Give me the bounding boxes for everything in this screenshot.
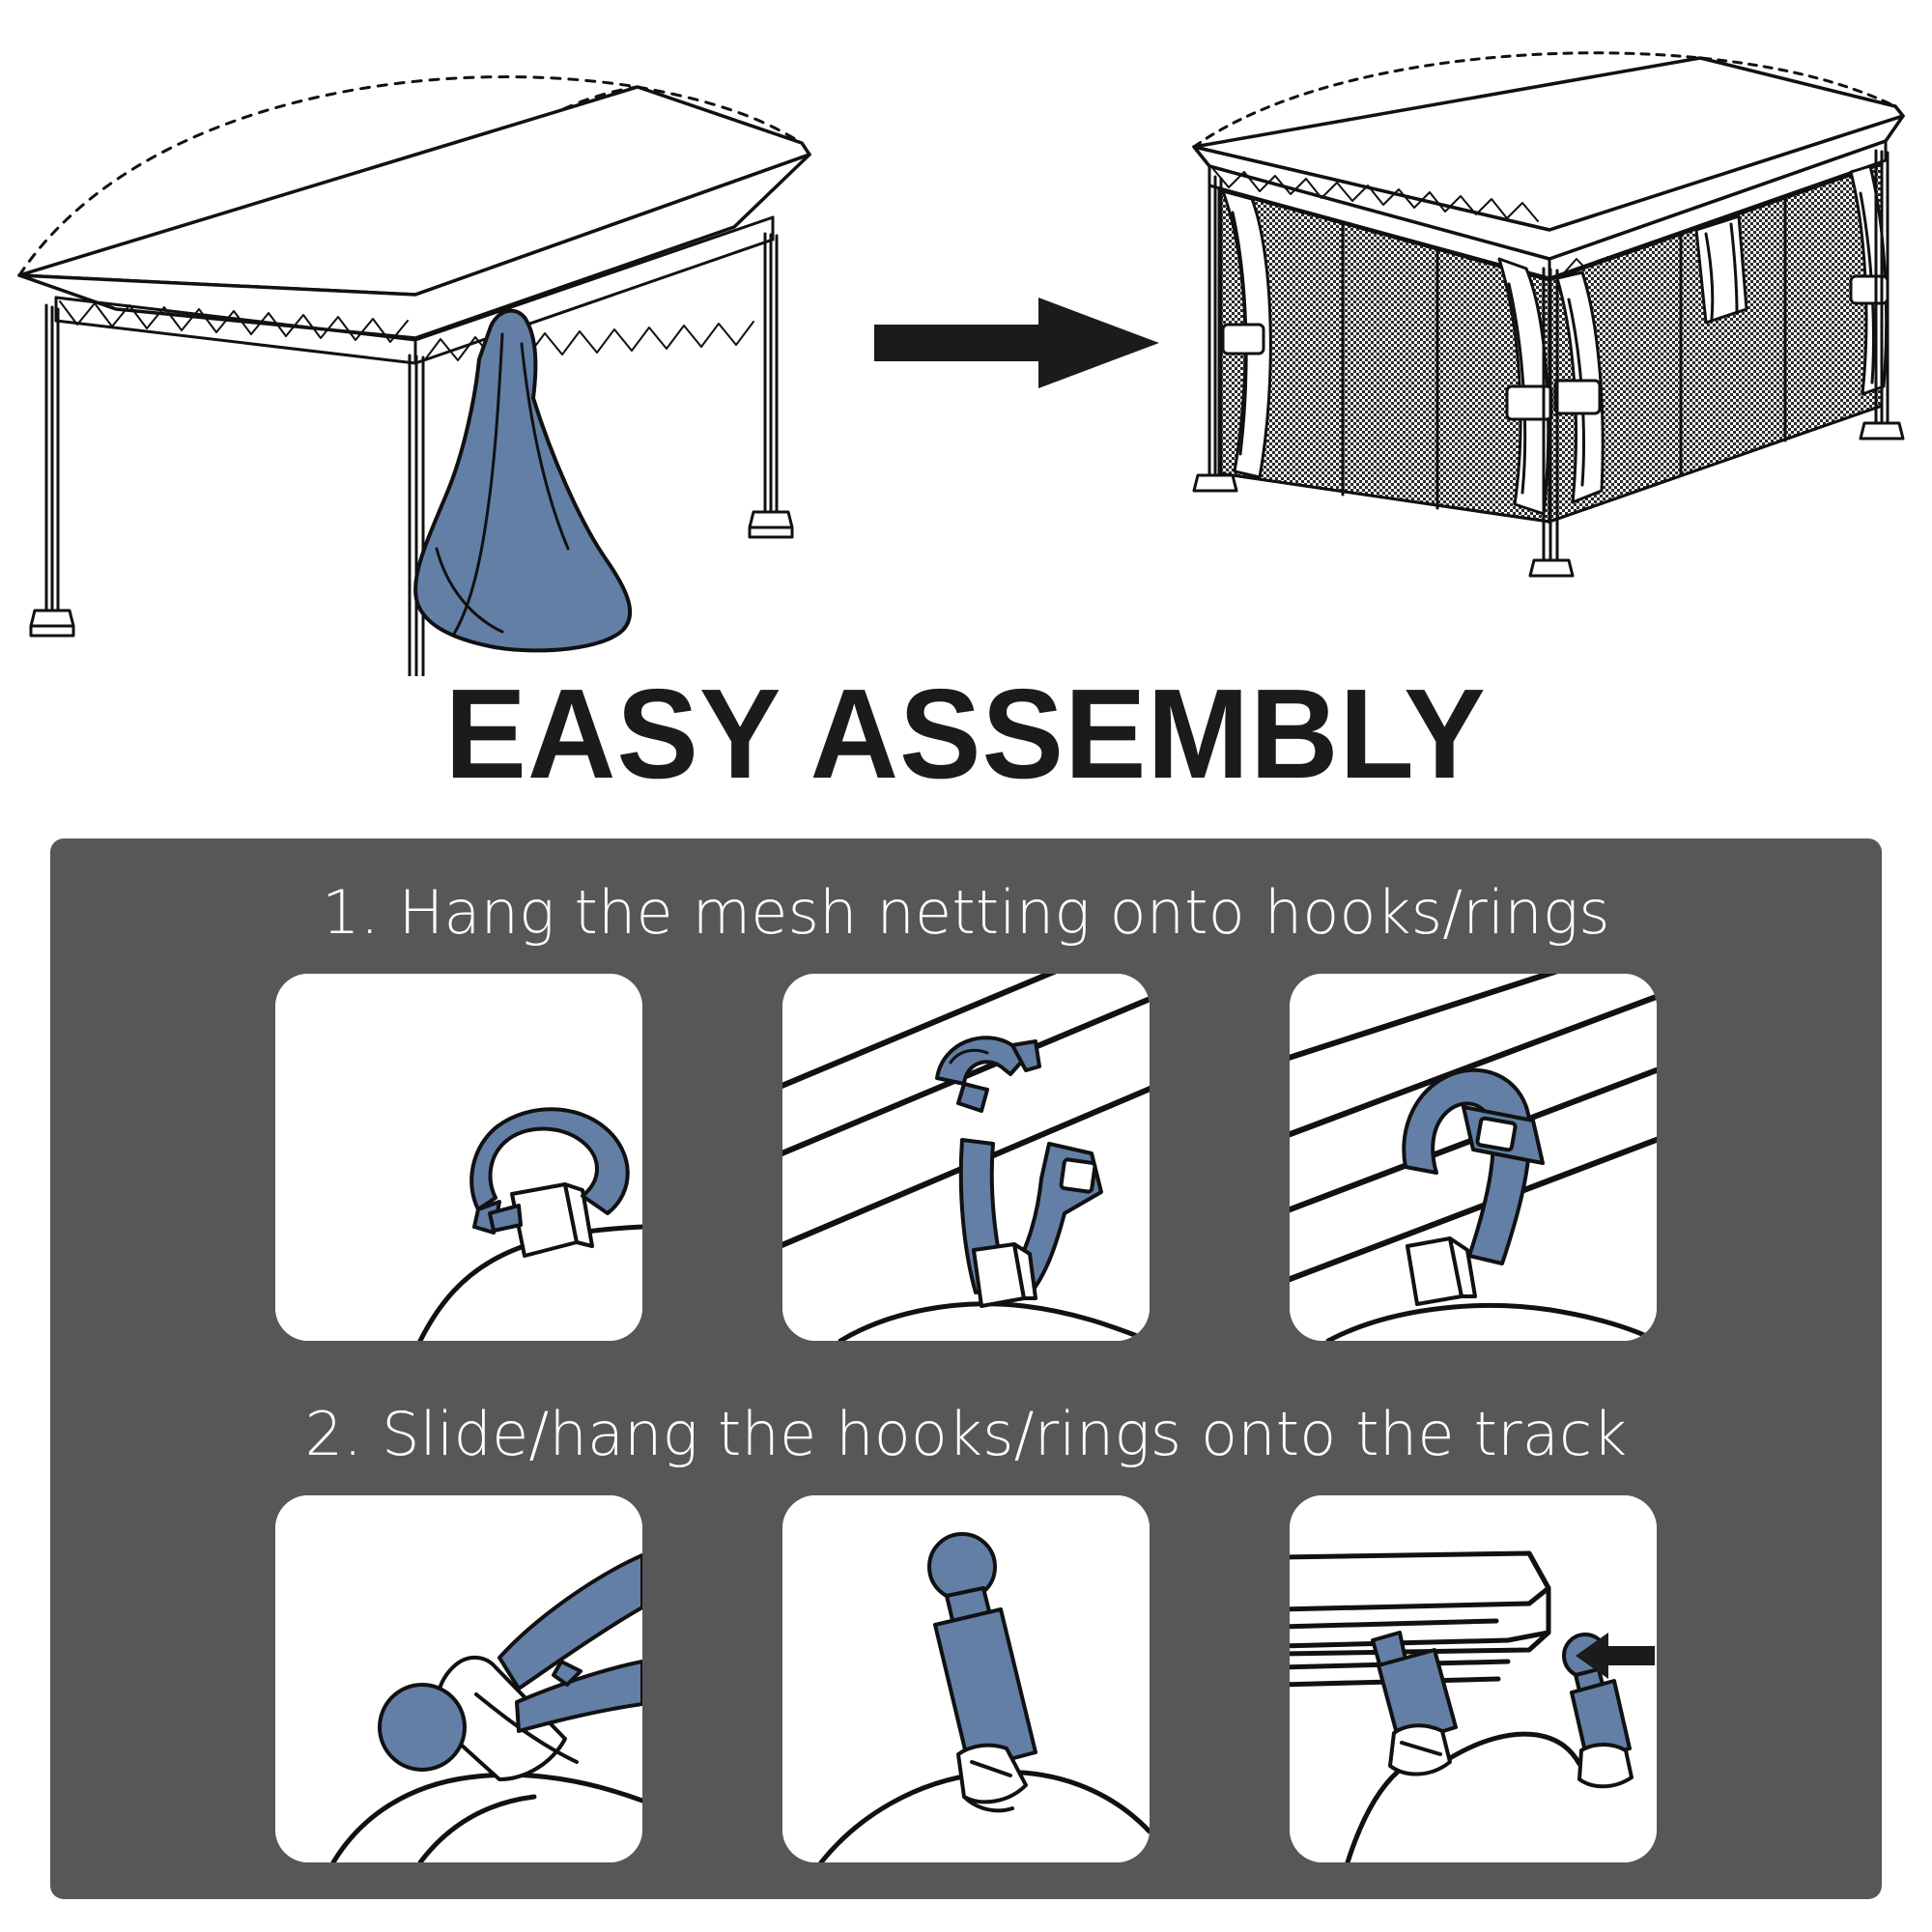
step-2-card-1[interactable] [275,1495,642,1862]
step-2-cards [50,1495,1882,1862]
step-1: 1. Hang the mesh netting onto hooks/ring… [50,852,1882,1374]
step-1-cards [50,974,1882,1341]
hero-section [0,0,1932,678]
step-1-label: 1. Hang the mesh netting onto hooks/ring… [322,877,1610,948]
step-1-card-2[interactable] [782,974,1150,1341]
right-arrow-icon [874,290,1164,396]
gazebo-before-illustration [0,19,869,678]
step-2: 2. Slide/hang the hooks/rings onto the t… [50,1374,1882,1899]
page-title-wrap: EASY ASSEMBLY [0,667,1932,802]
step-2-card-3[interactable] [1290,1495,1657,1862]
step-1-card-3[interactable] [1290,974,1657,1341]
step-1-card-1[interactable] [275,974,642,1341]
step-2-label: 2. Slide/hang the hooks/rings onto the t… [304,1399,1628,1469]
page-title: EASY ASSEMBLY [444,663,1488,805]
gazebo-after-illustration [1159,19,1932,638]
step-2-card-2[interactable] [782,1495,1150,1862]
steps-panel: 1. Hang the mesh netting onto hooks/ring… [50,838,1882,1899]
